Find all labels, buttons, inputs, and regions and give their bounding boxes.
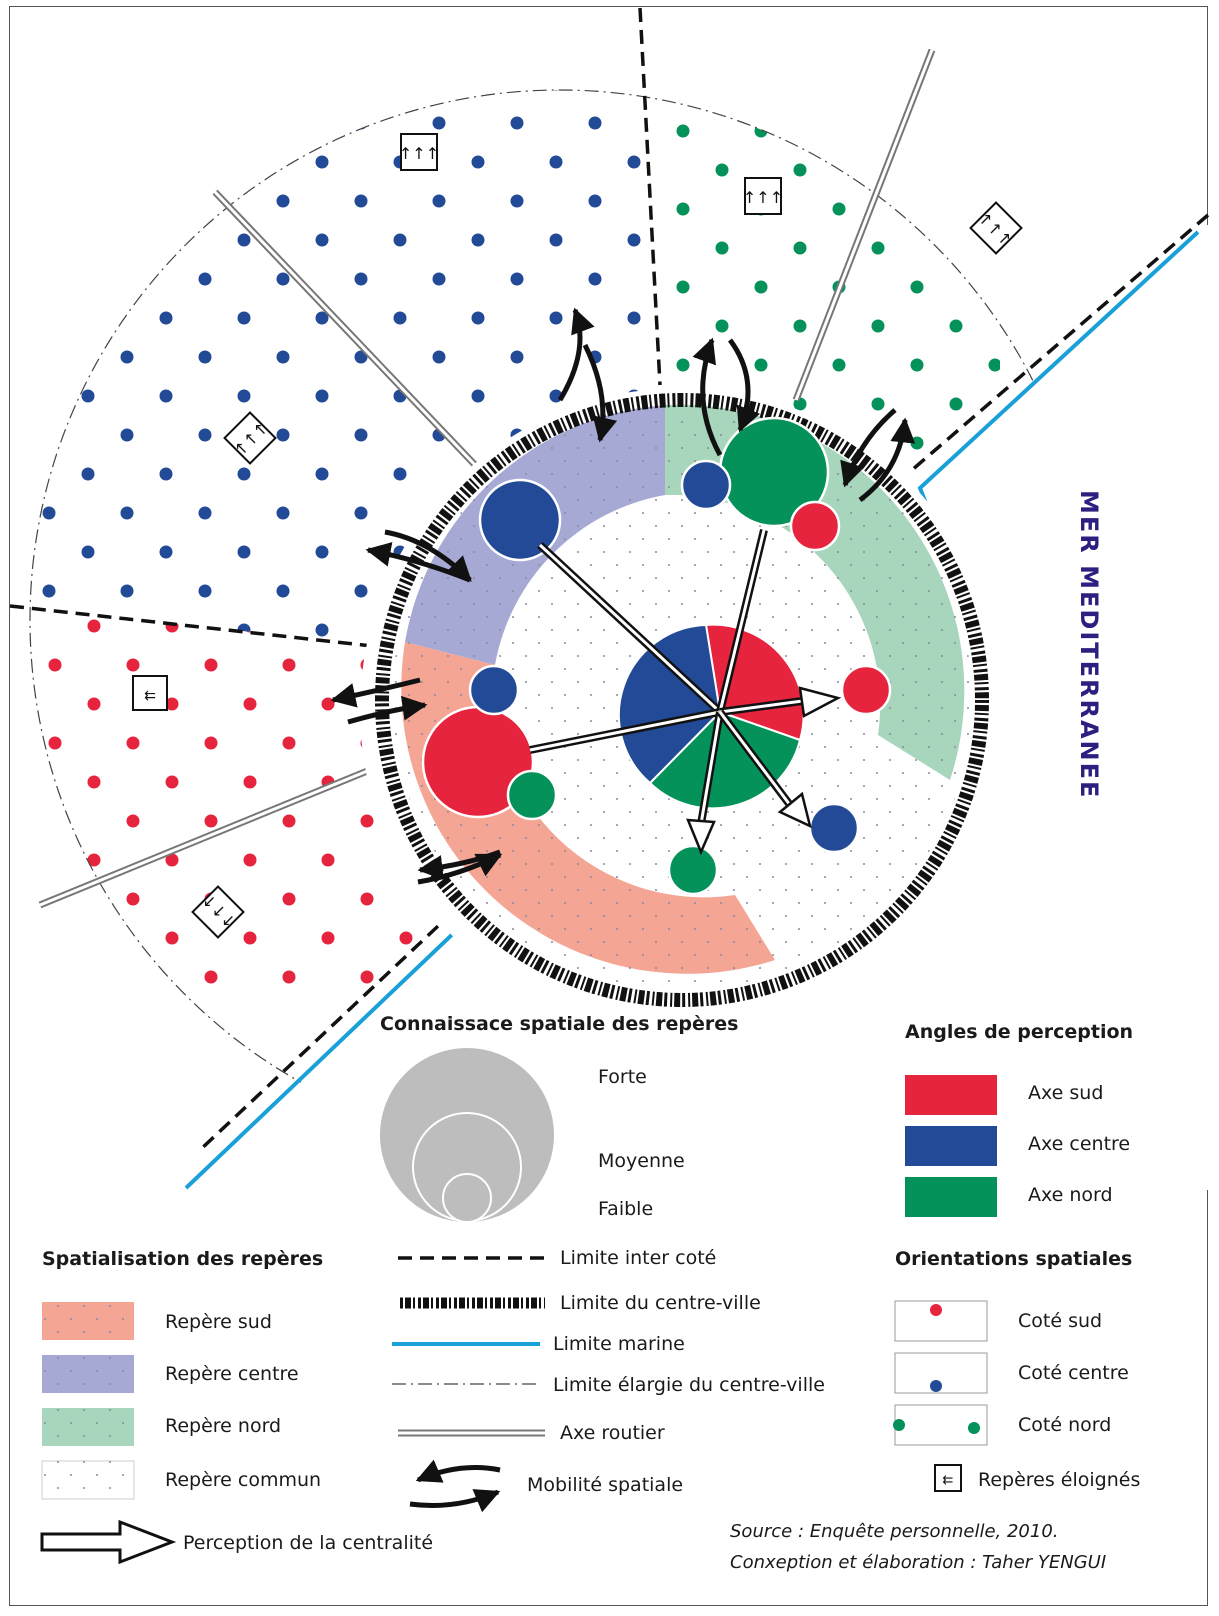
legend-inter-cote: Limite inter coté	[560, 1247, 716, 1269]
legend-road: Axe routier	[560, 1422, 665, 1444]
mobility-arrows	[330, 307, 916, 885]
landmark-sud-east	[840, 664, 892, 716]
landmark-sud-small	[789, 500, 841, 552]
legend-cote-sud: Coté sud	[1018, 1310, 1102, 1332]
legend-swatch-axe-sud	[905, 1075, 997, 1115]
legend-size-medium: Moyenne	[598, 1150, 685, 1172]
sea-area	[190, 225, 1208, 1190]
source-line-2: Conxeption et élaboration : Taher YENGUI	[730, 1552, 1106, 1573]
legend-repere-sud: Repère sud	[165, 1311, 272, 1333]
legend-extended: Limite élargie du centre-ville	[553, 1374, 825, 1396]
legend-size-circles	[378, 1046, 556, 1224]
landmarks	[421, 416, 892, 896]
legend-far-icon: ⇇	[934, 1464, 962, 1492]
legend-size-weak: Faible	[598, 1198, 653, 1220]
legend-size-title: Connaissace spatiale des repères	[380, 1013, 738, 1035]
far-landmarks: ↑↑↑ ↑↑↑ ↑↑↑ ↑↑↑ ⇇ ↑↑↑	[132, 133, 1023, 939]
legend-axe-nord: Axe nord	[1028, 1184, 1113, 1206]
far-landmark-icon: ↑↑↑	[969, 201, 1023, 255]
svg-text:↑↑↑: ↑↑↑	[399, 144, 439, 163]
legend-repere-nord: Repère nord	[165, 1415, 281, 1437]
legend-axe-sud: Axe sud	[1028, 1082, 1103, 1104]
far-landmark-icon: ↑↑↑	[191, 885, 245, 939]
legend-perception-icon	[40, 1519, 177, 1565]
legend-cote-nord: Coté nord	[1018, 1414, 1111, 1436]
legend-perception-label: Perception de la centralité	[183, 1532, 433, 1554]
landmark-centre-small-2	[468, 664, 520, 716]
svg-text:↑↑↑: ↑↑↑	[743, 188, 783, 207]
landmark-nord-small	[506, 769, 558, 821]
landmark-centre-southeast	[808, 802, 860, 854]
city-centre-limit	[375, 393, 989, 1007]
svg-text:⇇: ⇇	[943, 1473, 954, 1488]
legend-orient-title: Orientations spatiales	[895, 1248, 1132, 1270]
legend-size-strong: Forte	[598, 1066, 647, 1088]
landmark-nord-south	[667, 844, 719, 896]
legend-repere-centre: Repère centre	[165, 1363, 299, 1385]
perception-arrows	[529, 529, 842, 856]
roads	[38, 48, 936, 909]
sea-label: MER MEDITERRANEE	[1075, 490, 1103, 799]
city-centre	[330, 307, 1004, 1032]
landmark-centre-small	[680, 459, 732, 511]
legend-far-label: Repères éloignés	[978, 1469, 1140, 1491]
legend-angles-title: Angles de perception	[905, 1021, 1133, 1043]
far-landmark-icon: ↑↑↑	[743, 177, 783, 215]
legend-swatch-axe-nord	[905, 1177, 997, 1217]
legend-mobility-icon	[409, 1459, 501, 1513]
legend-mobility: Mobilité spatiale	[527, 1474, 683, 1496]
far-landmark-icon: ⇇	[132, 675, 168, 711]
legend-marine: Limite marine	[553, 1333, 685, 1355]
legend-axe-centre: Axe centre	[1028, 1133, 1130, 1155]
legend-swatch-axe-centre	[905, 1126, 997, 1166]
far-landmark-icon: ↑↑↑	[399, 133, 439, 171]
svg-text:⇇: ⇇	[144, 688, 156, 704]
source-line-1: Source : Enquête personnelle, 2010.	[730, 1521, 1059, 1542]
landmark-centre-large	[478, 478, 562, 562]
legend-repere-commun: Repère commun	[165, 1469, 321, 1491]
inter-side-limits	[9, 7, 1210, 1152]
legend-city-limit: Limite du centre-ville	[560, 1292, 761, 1314]
legend-spatial-title: Spatialisation des repères	[42, 1248, 323, 1270]
legend-cote-centre: Coté centre	[1018, 1362, 1129, 1384]
